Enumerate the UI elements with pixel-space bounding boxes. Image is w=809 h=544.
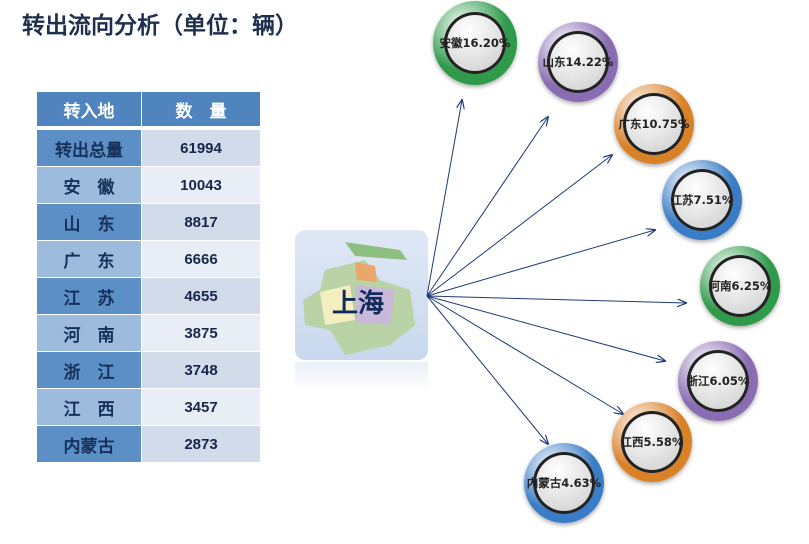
shanghai-map [295,230,428,360]
map-reflection [295,362,428,392]
destination-circle: 广东10.75% [614,84,694,164]
cell-count: 3875 [141,314,261,352]
destination-circle: 山东14.22% [538,22,618,102]
cell-place: 江 苏 [36,277,142,315]
destination-label: 浙江6.05% [687,350,749,412]
destination-circle: 安徽16.20% [433,1,517,85]
flow-arrow [426,100,462,297]
destination-label: 江西5.58% [621,411,683,473]
destination-circle: 内蒙古4.63% [524,443,604,523]
flow-arrow [426,230,655,297]
destination-label: 内蒙古4.63% [527,452,601,514]
destination-label: 山东14.22% [543,31,613,93]
cell-place: 河 南 [36,314,142,352]
cell-count: 2873 [141,425,261,463]
flow-arrow [426,295,623,414]
header-quantity: 数 量 [141,91,261,130]
cell-count: 61994 [141,127,261,167]
cell-count: 4655 [141,277,261,315]
flow-arrow [426,155,612,297]
destination-label: 广东10.75% [619,93,689,155]
destination-label: 河南6.25% [709,255,771,317]
map-shape-icon [303,242,415,355]
cell-count: 8817 [141,203,261,241]
origin-label: 上海 [332,289,385,319]
flow-arrow [426,295,665,361]
cell-count: 3457 [141,388,261,426]
cell-count: 10043 [141,166,261,204]
cell-place: 江 西 [36,388,142,426]
cell-place: 广 东 [36,240,142,278]
destination-circle: 河南6.25% [700,246,780,326]
destination-circle: 江西5.58% [612,402,692,482]
page-title: 转出流向分析（单位：辆） [22,13,298,39]
flow-arrow [426,295,686,303]
flow-arrow [426,295,548,444]
cell-count: 3748 [141,351,261,389]
flow-arrow [426,117,548,297]
cell-place: 山 东 [36,203,142,241]
destination-label: 安徽16.20% [440,12,510,74]
header-destination: 转入地 [36,91,142,130]
table-header: 转入地数 量 [36,91,261,130]
cell-count: 6666 [141,240,261,278]
cell-place: 内蒙古 [36,425,142,463]
cell-place: 安 徽 [36,166,142,204]
destination-circle: 浙江6.05% [678,341,758,421]
destination-label: 江苏7.51% [671,169,733,231]
destination-circle: 江苏7.51% [662,160,742,240]
